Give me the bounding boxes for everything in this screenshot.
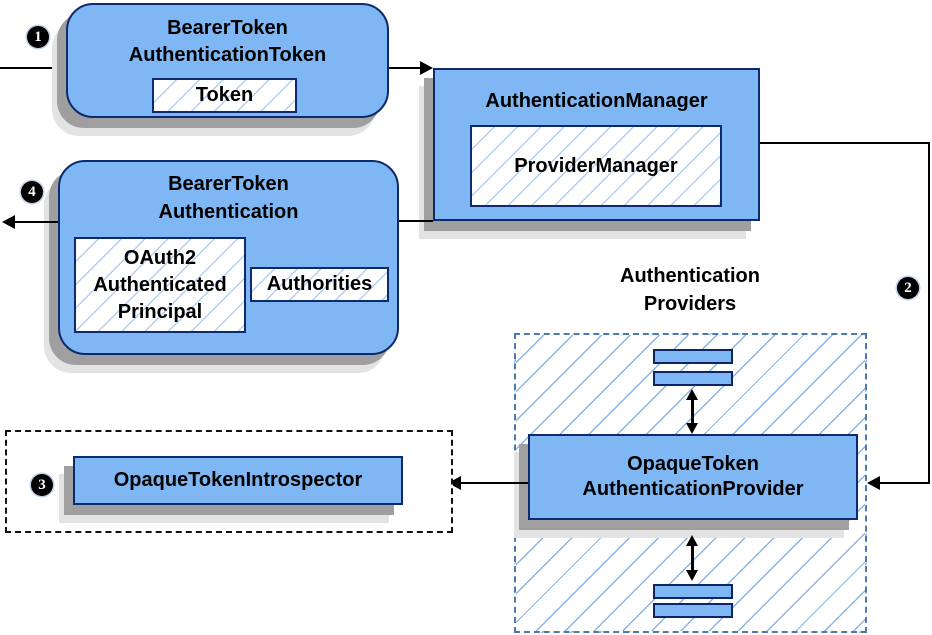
node-oauth2-authenticated-principal: OAuth2 Authenticated Principal — [74, 237, 246, 333]
connector-manager-to-provider-vertical — [928, 142, 930, 484]
title-line-1: BearerToken — [167, 17, 288, 39]
provider-list-bar — [653, 584, 733, 599]
provider-list-bar — [653, 603, 733, 618]
label-line-1: Authentication — [620, 265, 760, 287]
title-line-1: BearerToken — [168, 173, 289, 195]
node-title: OpaqueTokenIntrospector — [113, 469, 363, 491]
node-title: AuthenticationManager — [485, 90, 708, 112]
step-4-badge: 4 — [21, 181, 43, 203]
node-bearer-token-authentication: BearerToken Authentication OAuth2 Authen… — [58, 160, 399, 355]
node-token: Token — [152, 78, 297, 113]
title-line-2: AuthenticationToken — [128, 44, 327, 66]
arrowhead-down-icon — [686, 423, 698, 434]
principal-line-3: Principal — [117, 300, 203, 323]
step-2-number: 2 — [904, 279, 912, 296]
arrowhead-up-icon — [686, 535, 698, 546]
node-title: BearerToken Authentication — [60, 170, 397, 226]
principal-line-1: OAuth2 — [123, 246, 197, 269]
step-2-badge: 2 — [897, 277, 919, 299]
double-arrow-icon — [682, 535, 702, 581]
node-opaque-token-introspector: OpaqueTokenIntrospector — [73, 456, 403, 505]
node-authentication-manager: AuthenticationManager ProviderManager — [433, 68, 760, 221]
node-title: BearerToken AuthenticationToken — [68, 15, 387, 69]
label-line-2: Providers — [643, 293, 737, 315]
node-bearer-token-authentication-token: BearerToken AuthenticationToken Token — [66, 3, 389, 118]
step-1-badge: 1 — [27, 26, 49, 48]
step-3-badge: 3 — [31, 474, 53, 496]
connector-token-to-manager — [389, 67, 420, 69]
step-4-number: 4 — [28, 183, 36, 200]
arrowhead-up-icon — [686, 389, 698, 400]
token-label: Token — [195, 84, 254, 106]
node-provider-manager: ProviderManager — [470, 125, 722, 207]
arrowhead-into-manager-icon — [420, 61, 433, 75]
arrowhead-into-provider-icon — [867, 476, 880, 490]
provider-list-bar — [653, 371, 733, 386]
step-1-number: 1 — [34, 28, 42, 45]
authorities-label: Authorities — [266, 273, 373, 295]
provider-list-bar — [653, 349, 733, 364]
connector-authentication-out — [14, 221, 58, 223]
node-authorities: Authorities — [250, 267, 389, 302]
node-title: OpaqueToken AuthenticationProvider — [530, 452, 856, 502]
connector-manager-to-provider-bottom — [879, 482, 930, 484]
double-arrow-icon — [682, 389, 702, 434]
node-opaque-token-authentication-provider: OpaqueToken AuthenticationProvider — [528, 434, 858, 520]
connector-provider-to-introspector — [460, 482, 528, 484]
connector-manager-to-authentication — [399, 220, 433, 222]
provider-manager-label: ProviderManager — [514, 154, 678, 177]
principal-line-2: Authenticated — [93, 273, 227, 296]
authentication-providers-label: Authentication Providers — [565, 262, 815, 318]
authentication-providers-container: OpaqueToken AuthenticationProvider — [514, 333, 867, 633]
title-line-2: Authentication — [158, 201, 299, 223]
title-line-1: OpaqueToken — [627, 453, 759, 475]
step-3-number: 3 — [38, 476, 46, 493]
connector-manager-to-provider-top — [760, 142, 930, 144]
title-line-2: AuthenticationProvider — [582, 478, 804, 500]
arrowhead-out-icon — [2, 215, 15, 229]
arrowhead-down-icon — [686, 570, 698, 581]
connector-incoming-request — [0, 67, 66, 69]
introspector-container: 3 OpaqueTokenIntrospector — [5, 430, 453, 533]
